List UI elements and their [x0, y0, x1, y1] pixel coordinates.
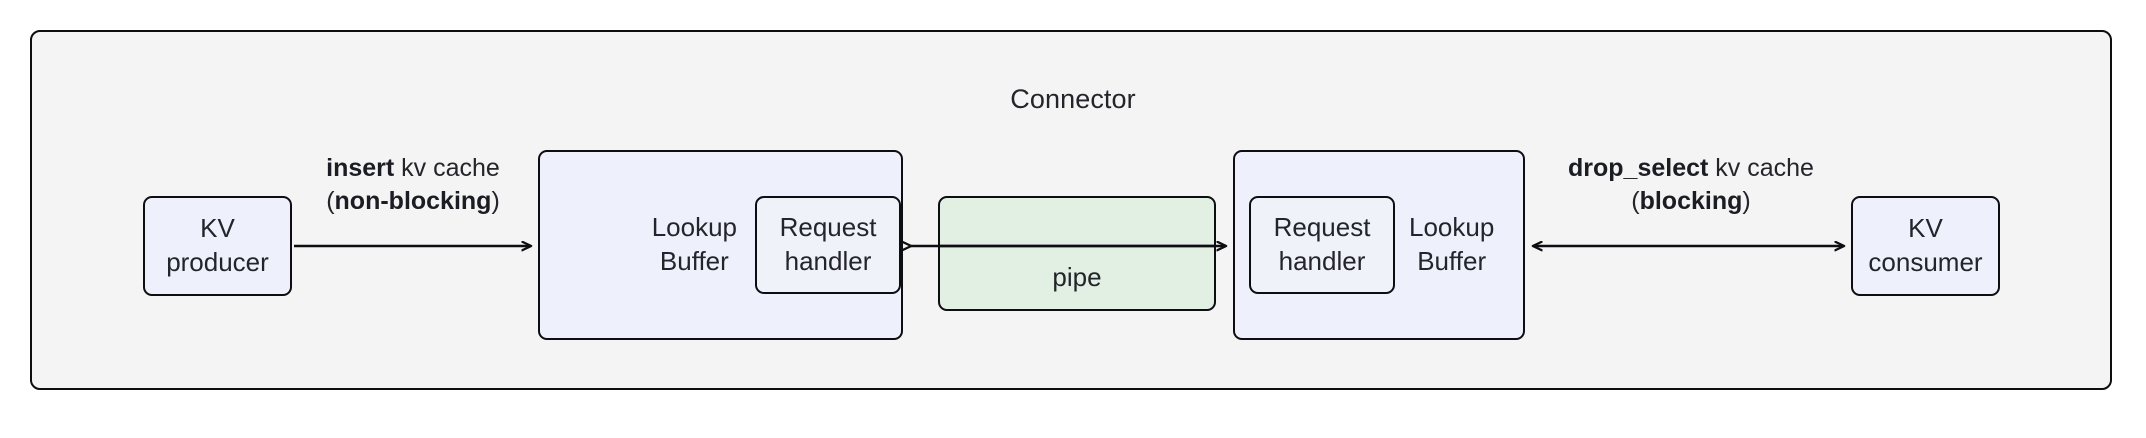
edge-op-insert: insert [326, 154, 395, 182]
lookup-buffer-left-node: Lookup Buffer Request handler [538, 150, 903, 340]
lookup-buffer-right-inner: Request handler Lookup Buffer [1235, 152, 1537, 338]
edge-mode-insert: non-blocking [334, 187, 492, 216]
edge-paren-close-insert: ) [491, 187, 500, 216]
edge-op-drop-select: drop_select [1568, 154, 1709, 182]
pipe-label: pipe [1052, 262, 1102, 293]
request-handler-right-node: Request handler [1249, 196, 1395, 294]
edge-label-drop-select: drop_select kv cache (blocking) [1528, 152, 1854, 219]
lookup-buffer-right-node: Request handler Lookup Buffer [1233, 150, 1525, 340]
lookup-buffer-right-label: Lookup Buffer [1409, 212, 1495, 276]
edge-label-insert-line2: (non-blocking) [288, 185, 538, 218]
edge-label-insert-line1: insert kv cache [288, 152, 538, 185]
edge-paren-close-drop: ) [1742, 187, 1751, 216]
edge-label-drop-line2: (blocking) [1528, 185, 1854, 218]
lookup-buffer-left-inner: Lookup Buffer Request handler [540, 152, 915, 338]
edge-label-drop-line1: drop_select kv cache [1528, 152, 1854, 185]
pipe-node: pipe [938, 196, 1216, 311]
kv-producer-node: KV producer [143, 196, 292, 296]
edge-paren-open-drop: ( [1631, 187, 1640, 216]
kv-consumer-node: KV consumer [1851, 196, 2000, 296]
kv-producer-label: KV producer [166, 213, 269, 277]
edge-mode-drop-select: blocking [1639, 187, 1743, 216]
lookup-buffer-left-label: Lookup Buffer [651, 212, 737, 276]
edge-object-insert: kv cache [394, 154, 500, 182]
kv-consumer-label: KV consumer [1868, 213, 1983, 277]
edge-paren-open-insert: ( [326, 187, 335, 216]
edge-object-drop-select: kv cache [1708, 154, 1814, 182]
request-handler-left-node: Request handler [755, 196, 901, 294]
edge-label-insert: insert kv cache (non-blocking) [288, 152, 538, 219]
connector-title: Connector [1010, 84, 1136, 114]
